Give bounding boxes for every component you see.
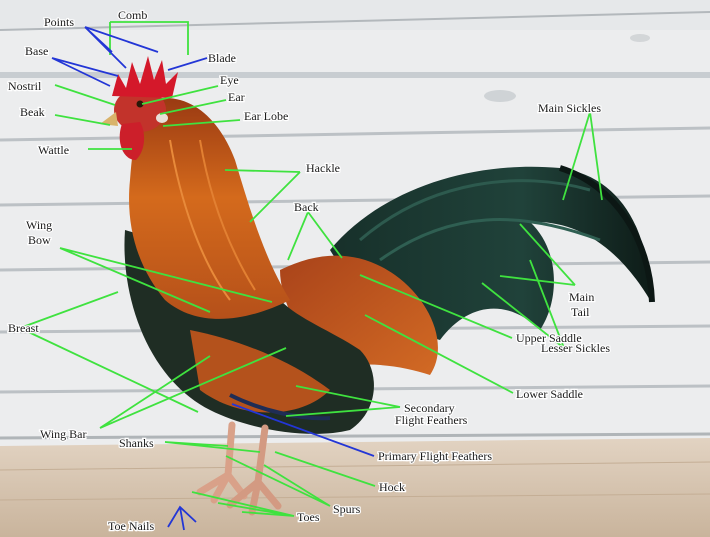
label-blade: Blade <box>208 51 236 65</box>
label-comb: Comb <box>118 8 147 22</box>
label-toes: Toes <box>297 510 320 524</box>
label-base: Base <box>25 44 48 58</box>
label-toe-nails: Toe Nails <box>108 519 154 533</box>
label-back: Back <box>294 200 319 214</box>
label-ear: Ear <box>228 90 245 104</box>
label-eye: Eye <box>220 73 239 87</box>
label-main-tail-line1: Main <box>569 290 594 304</box>
label-main-tail-line2: Tail <box>571 305 590 319</box>
label-wing-bar: Wing Bar <box>40 427 87 441</box>
label-upper-saddle: Upper Saddle <box>516 331 582 345</box>
label-wing-bow-line1: Wing <box>26 218 52 232</box>
label-shanks: Shanks <box>119 436 154 450</box>
label-wattle: Wattle <box>38 143 69 157</box>
label-beak: Beak <box>20 105 45 119</box>
label-points: Points <box>44 15 74 29</box>
ground <box>0 438 710 537</box>
label-lower-saddle: Lower Saddle <box>516 387 583 401</box>
label-hackle: Hackle <box>306 161 340 175</box>
label-hock: Hock <box>379 480 405 494</box>
label-nostril: Nostril <box>8 79 42 93</box>
label-ear-lobe: Ear Lobe <box>244 109 288 123</box>
label-wing-bow-line2: Bow <box>28 233 51 247</box>
label-spurs: Spurs <box>333 502 361 516</box>
label-primary-flight: Primary Flight Feathers <box>378 449 492 463</box>
label-breast: Breast <box>8 321 39 335</box>
label-main-sickles: Main Sickles <box>538 101 601 115</box>
label-secondary-line2: Flight Feathers <box>395 413 468 427</box>
